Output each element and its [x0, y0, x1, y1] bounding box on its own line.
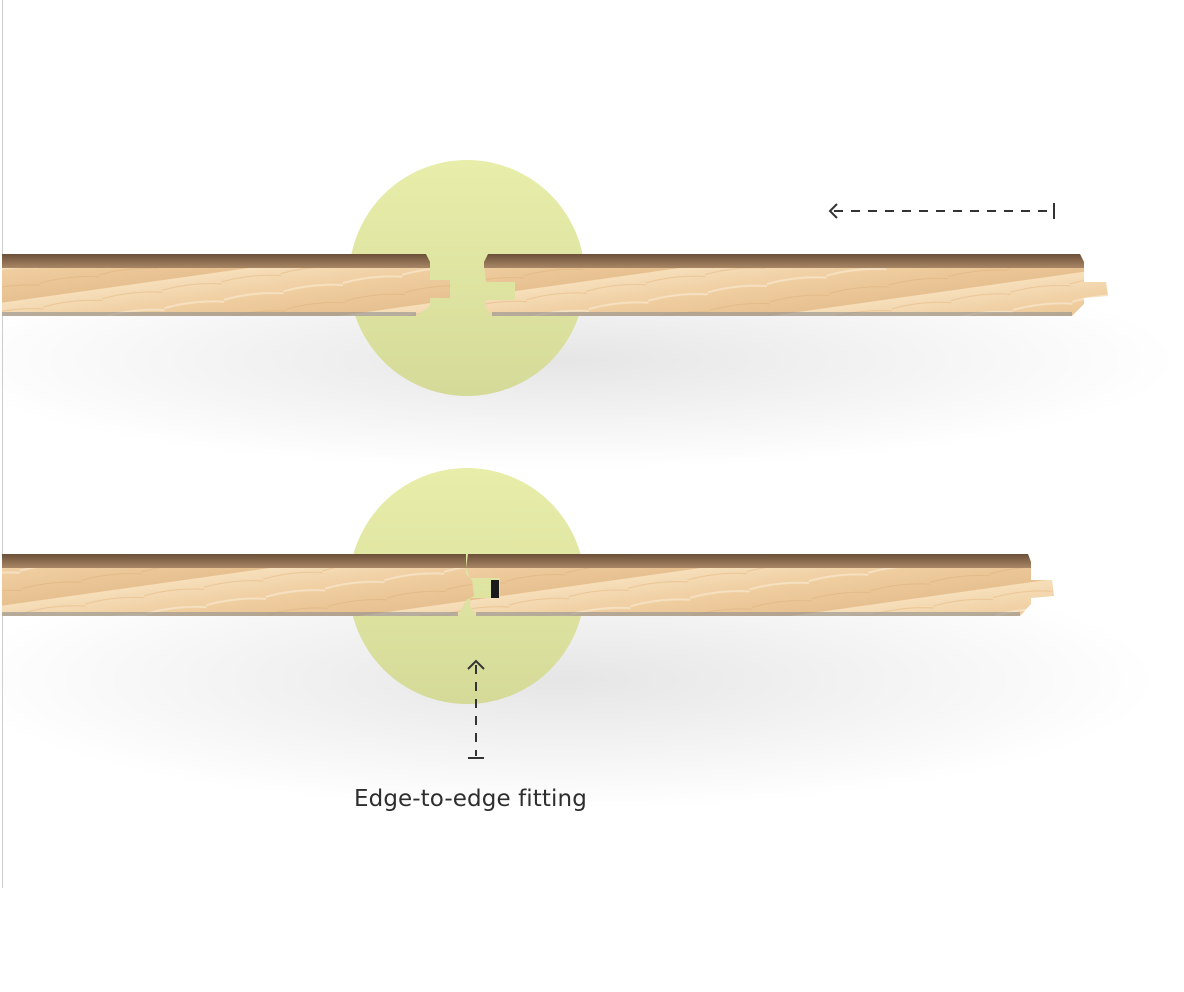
arrow-up-dashed-icon — [467, 659, 485, 759]
top-left-board — [2, 254, 450, 316]
top-right-board — [484, 254, 1108, 316]
bottom-right-board — [466, 554, 1054, 616]
left-border — [2, 0, 3, 888]
arrow-left-dashed-icon — [828, 203, 1055, 219]
bottom-left-board — [2, 554, 474, 616]
highlight-circle-top — [349, 160, 585, 396]
joint-gap — [491, 580, 499, 598]
caption-edge-to-edge: Edge-to-edge fitting — [354, 786, 587, 812]
